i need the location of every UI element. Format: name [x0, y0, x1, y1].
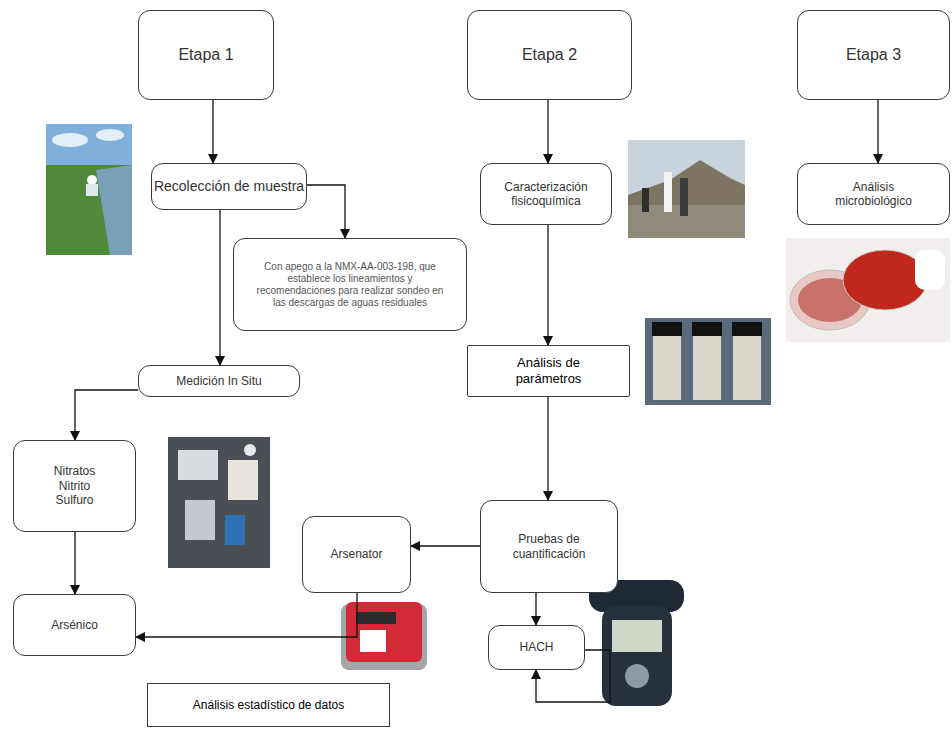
stage-box: Etapa 1 — [138, 10, 274, 100]
node-label: Arsenator — [330, 547, 382, 561]
node-label: Etapa 1 — [178, 45, 233, 64]
process-box: Nitratos Nitrito Sulfuro — [13, 440, 136, 532]
lake-photo — [46, 124, 132, 255]
process-box: Análisis microbiológico — [797, 163, 950, 225]
process-box: HACH — [488, 625, 585, 670]
node-label: Análisis de parámetros — [489, 355, 609, 386]
text-stack: Recolección de muestra — [154, 178, 304, 195]
text-stack: Medición In Situ — [176, 374, 261, 388]
note-box: Con apego a la NMX-AA-003-198, que estab… — [233, 238, 467, 331]
petri-photo — [786, 238, 950, 342]
hach-device — [589, 580, 684, 706]
field-photo — [628, 140, 745, 238]
node-label: Con apego a la NMX-AA-003-198, que estab… — [250, 261, 450, 309]
flow-arrow — [535, 593, 536, 625]
flow-arrow — [219, 210, 220, 365]
arsenator-device — [341, 602, 427, 670]
stage-box: Etapa 2 — [467, 10, 632, 100]
flow-arrow — [411, 545, 480, 546]
flow-arrow — [547, 225, 548, 345]
node-label: HACH — [519, 640, 553, 654]
process-box: Caracterización fisicoquímica — [480, 163, 612, 225]
node-label: Pruebas de cuantificación — [499, 532, 599, 561]
flow-arrow — [74, 532, 75, 594]
process-box: Arsenator — [302, 516, 411, 593]
text-stack: Análisis microbiológico — [819, 180, 929, 209]
text-stack: Análisis estadístico de datos — [193, 698, 344, 712]
text-stack: Arsenator — [330, 547, 382, 561]
process-box: Pruebas de cuantificación — [480, 500, 618, 593]
flow-arrow — [136, 593, 357, 637]
text-stack: Nitratos Nitrito Sulfuro — [45, 464, 105, 507]
node-label: Etapa 3 — [846, 45, 901, 64]
node-label: Nitratos Nitrito Sulfuro — [45, 464, 105, 507]
text-stack: Etapa 1 — [178, 45, 233, 64]
flow-arrow — [212, 100, 213, 163]
process-box: Recolección de muestra — [151, 163, 307, 210]
text-stack: Arsénico — [51, 618, 98, 632]
node-label: Caracterización fisicoquímica — [491, 180, 601, 209]
flow-arrow — [75, 390, 138, 440]
result-box: Análisis estadístico de datos — [147, 683, 390, 727]
node-label: Análisis estadístico de datos — [193, 698, 344, 712]
flow-arrow — [547, 100, 548, 163]
node-label: Etapa 2 — [522, 45, 577, 64]
vials-photo — [645, 318, 771, 405]
text-stack: Análisis de parámetros — [489, 355, 609, 386]
node-label: Medición In Situ — [176, 374, 261, 388]
text-stack: HACH — [519, 640, 553, 654]
process-box: Arsénico — [13, 594, 136, 656]
flow-arrow — [307, 185, 345, 238]
text-stack: Con apego a la NMX-AA-003-198, que estab… — [250, 261, 450, 309]
text-stack: Etapa 3 — [846, 45, 901, 64]
flow-arrow — [877, 100, 878, 163]
text-stack: Caracterización fisicoquímica — [491, 180, 601, 209]
process-box: Análisis de parámetros — [467, 345, 630, 397]
text-stack: Etapa 2 — [522, 45, 577, 64]
process-box: Medición In Situ — [138, 365, 300, 397]
flow-arrow — [547, 397, 548, 500]
node-label: Recolección de muestra — [154, 178, 304, 195]
stage-box: Etapa 3 — [797, 10, 950, 100]
node-label: Análisis microbiológico — [819, 180, 929, 209]
text-stack: Pruebas de cuantificación — [499, 532, 599, 561]
instruments-photo — [168, 437, 270, 568]
node-label: Arsénico — [51, 618, 98, 632]
